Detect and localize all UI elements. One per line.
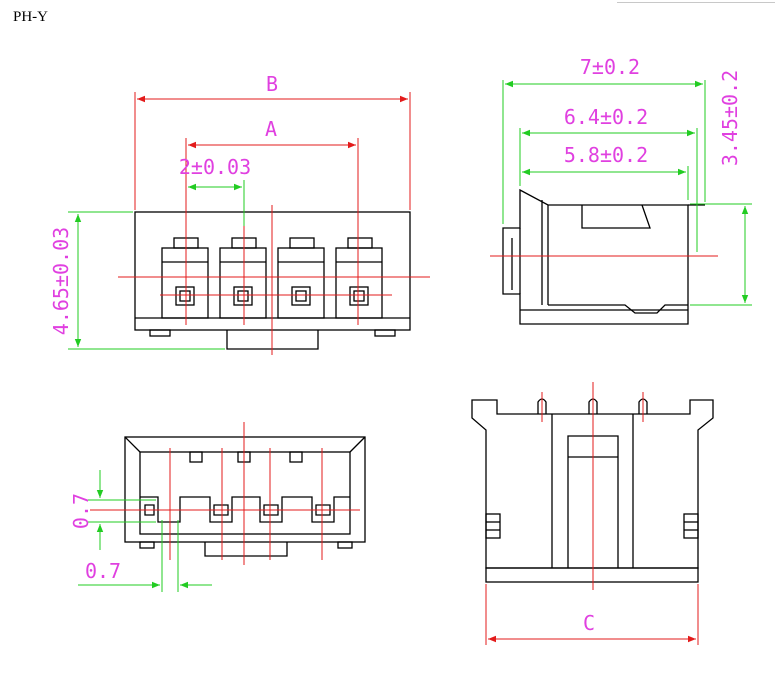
dim-pin-width-label: 0.7 bbox=[85, 559, 121, 583]
side-view: 7±0.2 6.4±0.2 5.8±0.2 3.45±0.2 bbox=[490, 55, 752, 325]
front-view: B A 2±0.03 4.65±0.03 bbox=[49, 72, 430, 355]
dim-c-label: C bbox=[583, 611, 595, 635]
bottom-view: 0.7 0.7 bbox=[69, 422, 366, 592]
dim-pitch-label: 2±0.03 bbox=[179, 155, 251, 179]
side-housing-outline bbox=[502, 188, 689, 325]
contact-cavities bbox=[161, 237, 383, 319]
bottom-housing-outline bbox=[124, 436, 366, 543]
dim-b-label: B bbox=[266, 72, 278, 96]
dim-side-height-label: 3.45±0.2 bbox=[718, 70, 742, 166]
dim-pin-height-label: 0.7 bbox=[69, 493, 93, 529]
dim-depth-total-label: 7±0.2 bbox=[580, 55, 640, 79]
page-edge-line bbox=[617, 0, 775, 3]
rear-view: C bbox=[471, 382, 714, 645]
rear-housing-outline bbox=[471, 399, 714, 569]
dim-depth-mid-label: 6.4±0.2 bbox=[564, 105, 648, 129]
dim-height-label: 4.65±0.03 bbox=[49, 227, 73, 335]
dim-depth-inner-label: 5.8±0.2 bbox=[564, 143, 648, 167]
drawing-title: PH-Y bbox=[13, 9, 49, 25]
dim-a-label: A bbox=[265, 117, 277, 141]
